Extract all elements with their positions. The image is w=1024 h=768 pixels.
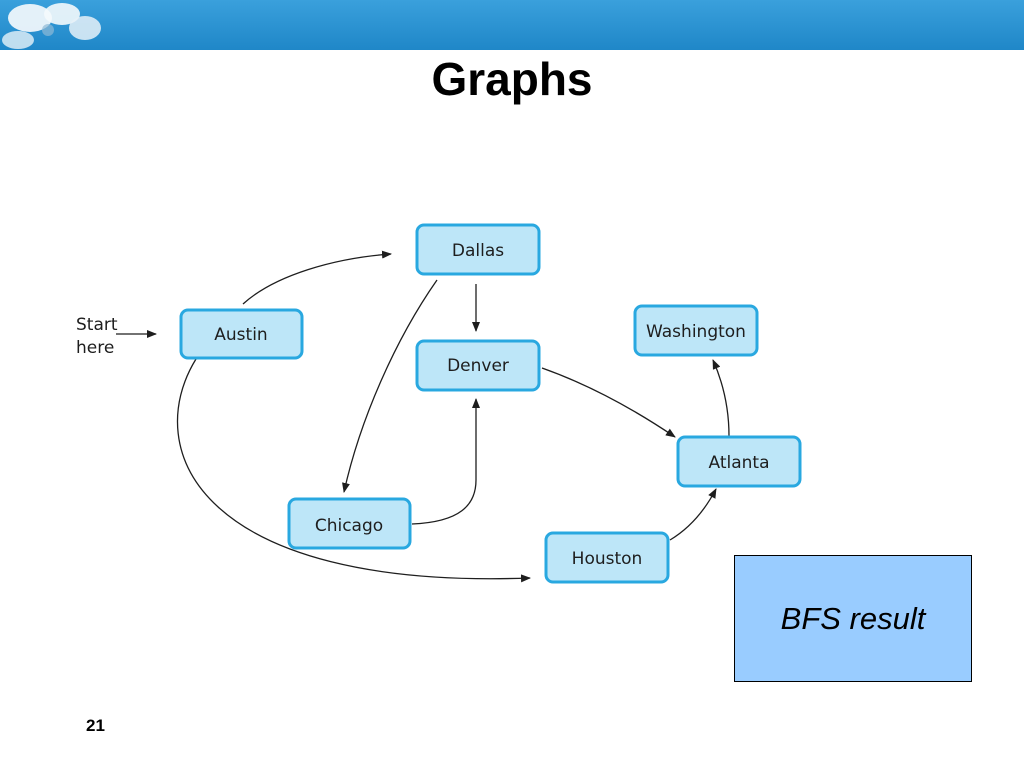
- node-chicago: Chicago: [287, 497, 412, 550]
- node-label-austin: Austin: [214, 325, 267, 345]
- node-houston: Houston: [544, 531, 670, 584]
- edge-chicago-to-denver: [411, 398, 480, 525]
- node-dallas: Dallas: [415, 223, 541, 276]
- top-banner: [0, 0, 1024, 50]
- node-label-houston: Houston: [572, 549, 643, 569]
- node-label-atlanta: Atlanta: [709, 453, 770, 473]
- graph-edges: [116, 250, 730, 583]
- start-label-line2: here: [76, 338, 114, 358]
- bfs-result-callout: BFS result: [734, 555, 972, 682]
- page-number: 21: [86, 716, 105, 735]
- edge-atlanta-to-washington: [712, 359, 730, 437]
- node-label-chicago: Chicago: [315, 516, 383, 536]
- node-atlanta: Atlanta: [676, 435, 802, 488]
- edge-austin-to-dallas: [242, 250, 392, 305]
- edge-denver-to-atlanta: [541, 367, 676, 438]
- node-washington: Washington: [633, 304, 759, 357]
- node-label-denver: Denver: [447, 356, 509, 376]
- edge-houston-to-atlanta: [669, 488, 717, 541]
- node-denver: Denver: [415, 339, 541, 392]
- bfs-result-text: BFS result: [780, 600, 926, 636]
- edge-austin-to-houston: [176, 358, 531, 583]
- slide-title: Graphs: [431, 53, 593, 105]
- flower-decoration-icon: [2, 3, 101, 49]
- edge-dallas-to-chicago: [342, 279, 438, 493]
- node-austin: Austin: [179, 308, 304, 360]
- node-label-washington: Washington: [646, 322, 746, 342]
- start-label-line1: Start: [76, 315, 118, 335]
- node-label-dallas: Dallas: [452, 241, 504, 261]
